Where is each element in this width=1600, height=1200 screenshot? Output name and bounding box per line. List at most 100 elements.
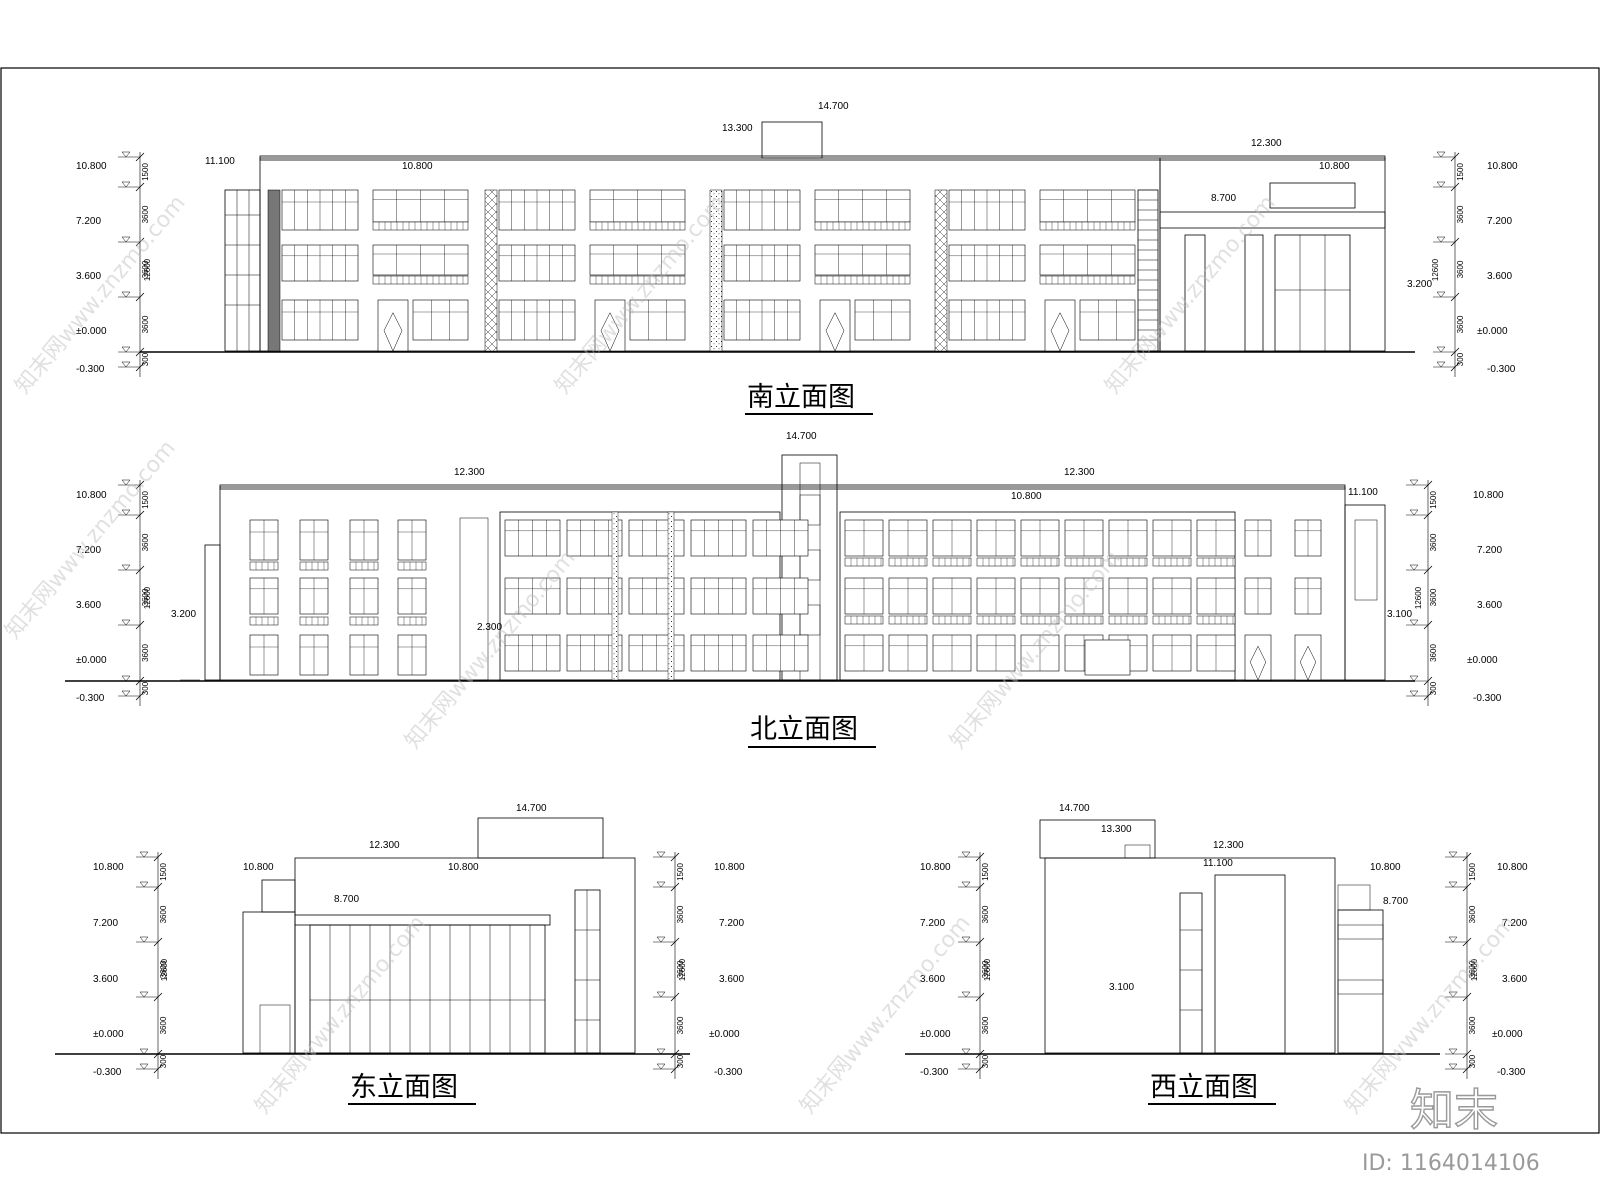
dim-label: 1500 [159, 863, 168, 881]
dim-label: 1500 [1456, 163, 1465, 181]
dim-total-label: 12600 [983, 958, 992, 981]
north-12300-right: 12.300 [1064, 467, 1095, 478]
south-pier [484, 189, 498, 352]
south-12300: 12.300 [1251, 138, 1282, 149]
dim-label: 300 [141, 352, 150, 366]
west-balcony-2 [1337, 979, 1384, 995]
south-13300: 13.300 [722, 123, 753, 134]
balcony-rail [1064, 557, 1104, 567]
dim-label: 1500 [981, 863, 990, 881]
level-triangle [1448, 936, 1458, 943]
dim-label: 3600 [141, 533, 150, 551]
east-right-0: ±0.000 [709, 1029, 740, 1040]
north-right-7200: 7.200 [1477, 545, 1502, 556]
level-triangle [1448, 851, 1458, 858]
west-11100: 11.100 [1203, 858, 1233, 869]
south-left-7200: 7.200 [76, 216, 101, 227]
balcony-rail [589, 275, 686, 285]
south-10800-roof: 10.800 [402, 161, 433, 172]
north-stair-window-2 [799, 549, 821, 581]
dim-label: 3600 [676, 960, 685, 978]
balcony-rail [1196, 557, 1236, 567]
balcony-rail [844, 557, 884, 567]
south-wing-pier-2 [1244, 234, 1264, 352]
level-triangle [1448, 1048, 1458, 1055]
north-stair-window [799, 494, 821, 526]
west-3100: 3.100 [1109, 982, 1134, 993]
level-triangle [961, 1063, 971, 1070]
east-10800-wing: 10.800 [243, 862, 274, 873]
north-12300-left: 12.300 [454, 467, 485, 478]
level-triangle [139, 881, 149, 888]
east-left-0: ±0.000 [93, 1029, 124, 1040]
dim-label: 3600 [981, 1016, 990, 1034]
dim-label: 3600 [981, 905, 990, 923]
level-triangle [121, 675, 131, 682]
dim-label: 3600 [1429, 588, 1438, 606]
balcony-rail [249, 616, 279, 626]
south-14700: 14.700 [818, 101, 849, 112]
south-left-3600: 3.600 [76, 271, 101, 282]
level-triangle [1436, 181, 1446, 188]
north-right-0: ±0.000 [1467, 655, 1498, 666]
level-triangle [1448, 881, 1458, 888]
door [594, 299, 626, 352]
level-triangle [121, 236, 131, 243]
north-dotted-strip [667, 511, 675, 681]
west-title: 西立面图 [1150, 1072, 1258, 1103]
east-canopy [294, 914, 551, 926]
door [1244, 634, 1272, 681]
south-wing-top-window [1269, 182, 1356, 209]
level-triangle [1448, 1063, 1458, 1070]
dim-total-label: 12600 [1470, 958, 1479, 981]
east-door [259, 1004, 291, 1054]
north-left-neg: -0.300 [76, 693, 105, 704]
north-right-end-pattern [1354, 519, 1378, 601]
west-left-neg: -0.300 [920, 1067, 949, 1078]
west-10800-block: 10.800 [1370, 862, 1401, 873]
west-left-3600: 3.600 [920, 974, 945, 985]
level-triangle [1436, 236, 1446, 243]
balcony-rail [814, 275, 911, 285]
east-elevation [55, 817, 690, 1055]
west-12300: 12.300 [1213, 840, 1244, 851]
west-window-column [1179, 892, 1203, 1054]
dim-label: 3600 [1456, 205, 1465, 223]
east-14700: 14.700 [516, 803, 547, 814]
east-left-wing [242, 911, 296, 1054]
north-right-10800: 10.800 [1473, 490, 1504, 501]
south-right-10800: 10.800 [1487, 161, 1518, 172]
dim-label: 300 [981, 1054, 990, 1068]
east-right-10800: 10.800 [714, 862, 745, 873]
level-triangle [1436, 346, 1446, 353]
balcony-rail [1152, 615, 1192, 625]
east-12300: 12.300 [369, 840, 400, 851]
door-leaf [383, 312, 403, 352]
north-stair-window-3 [799, 604, 821, 636]
balcony-rail [814, 221, 911, 231]
dim-total-label: 12600 [1431, 258, 1440, 281]
dim-label: 3600 [141, 644, 150, 662]
level-triangle [139, 851, 149, 858]
south-3200: 3.200 [1407, 279, 1432, 290]
dim-total-label: 12600 [1414, 586, 1423, 609]
west-balcony-1 [1337, 924, 1384, 940]
level-labels: 10.800 7.200 3.600 ±0.000 -0.300 10.800 … [76, 101, 1528, 1078]
level-triangle [656, 991, 666, 998]
west-roof-vent [1124, 844, 1151, 859]
south-right-wing [1159, 157, 1386, 352]
window [629, 299, 686, 341]
balcony-rail [1064, 615, 1104, 625]
dim-label: 300 [159, 1054, 168, 1068]
level-triangle [139, 1048, 149, 1055]
dim-label: 3600 [1456, 260, 1465, 278]
west-top-block [1337, 884, 1371, 911]
dim-label: 300 [676, 1054, 685, 1068]
west-right-10800: 10.800 [1497, 862, 1528, 873]
watermark-text: 知末网www.znzmo.com [795, 911, 975, 1119]
south-right-neg: -0.300 [1487, 364, 1516, 375]
level-triangle [121, 361, 131, 368]
south-wing-frame [1159, 211, 1386, 229]
level-triangle [961, 881, 971, 888]
door-leaf [1299, 645, 1317, 681]
